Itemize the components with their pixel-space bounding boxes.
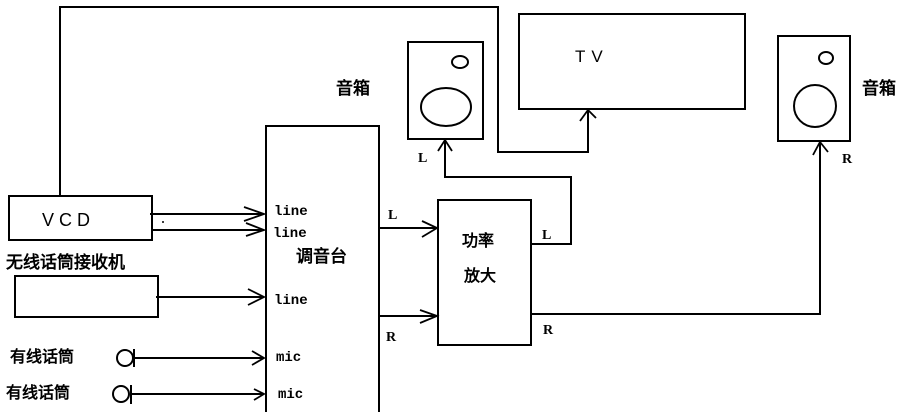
speaker-right-input-arrow xyxy=(812,140,829,156)
vcd-audio-arrow-2 xyxy=(245,222,267,237)
wireless-audio-arrow xyxy=(247,288,267,306)
speaker-left-label: 音箱 xyxy=(336,78,370,99)
stray-dot xyxy=(162,221,164,223)
vcd-label: VCD xyxy=(42,210,95,230)
wired-mic-1-icon xyxy=(116,349,134,367)
wired-mic-1-label: 有线话筒 xyxy=(10,347,74,366)
wired-mic-2-icon xyxy=(112,385,130,403)
speaker-right-tweeter-icon xyxy=(818,51,834,65)
amplifier-label-line1: 功率 xyxy=(462,231,494,250)
vcd-audio-arrow-1 xyxy=(243,206,267,222)
amp-to-speaker-left-wire xyxy=(444,140,572,245)
speaker-left-tweeter-icon xyxy=(451,55,469,69)
wired-mic-2-label: 有线话筒 xyxy=(6,383,70,402)
mixer-input-label: mic xyxy=(278,387,303,403)
speaker-right-channel-label: R xyxy=(842,152,853,167)
wired-mic-1-arrow xyxy=(251,350,266,366)
mixer-out-right-label: R xyxy=(386,330,397,345)
mixer-input-label: line xyxy=(273,226,307,242)
amplifier-box xyxy=(437,199,532,346)
speaker-right-woofer-icon xyxy=(793,84,837,128)
amp-to-speaker-right-wire xyxy=(531,142,821,315)
speaker-left-channel-label: L xyxy=(418,151,427,166)
mixer-input-label: line xyxy=(274,204,308,220)
wireless-receiver-box xyxy=(14,275,159,318)
speaker-left xyxy=(407,41,484,140)
speaker-right-label: 音箱 xyxy=(862,78,896,99)
vcd-box xyxy=(8,195,153,241)
mixer-input-label: line xyxy=(274,293,308,309)
mixer-out-left-label: L xyxy=(388,208,397,223)
speaker-right xyxy=(777,35,851,142)
amplifier-out-left-label: L xyxy=(542,228,551,243)
speaker-left-cabinet xyxy=(407,41,484,140)
vcd-to-tv-wire xyxy=(59,6,589,196)
mixer-input-label: mic xyxy=(276,350,301,366)
amplifier-out-right-label: R xyxy=(543,323,554,338)
mixer-box xyxy=(265,125,380,412)
wireless-receiver-label: 无线话筒接收机 xyxy=(5,252,125,273)
speaker-right-cabinet xyxy=(777,35,851,142)
tv-label: TV xyxy=(575,47,609,66)
amplifier-label-line2: 放大 xyxy=(463,266,496,285)
mixer-label: 调音台 xyxy=(296,246,347,267)
speaker-left-input-arrow xyxy=(437,138,453,152)
tv-box xyxy=(518,13,746,110)
speaker-left-woofer-icon xyxy=(420,87,472,127)
wired-mic-2-arrow xyxy=(253,388,266,401)
